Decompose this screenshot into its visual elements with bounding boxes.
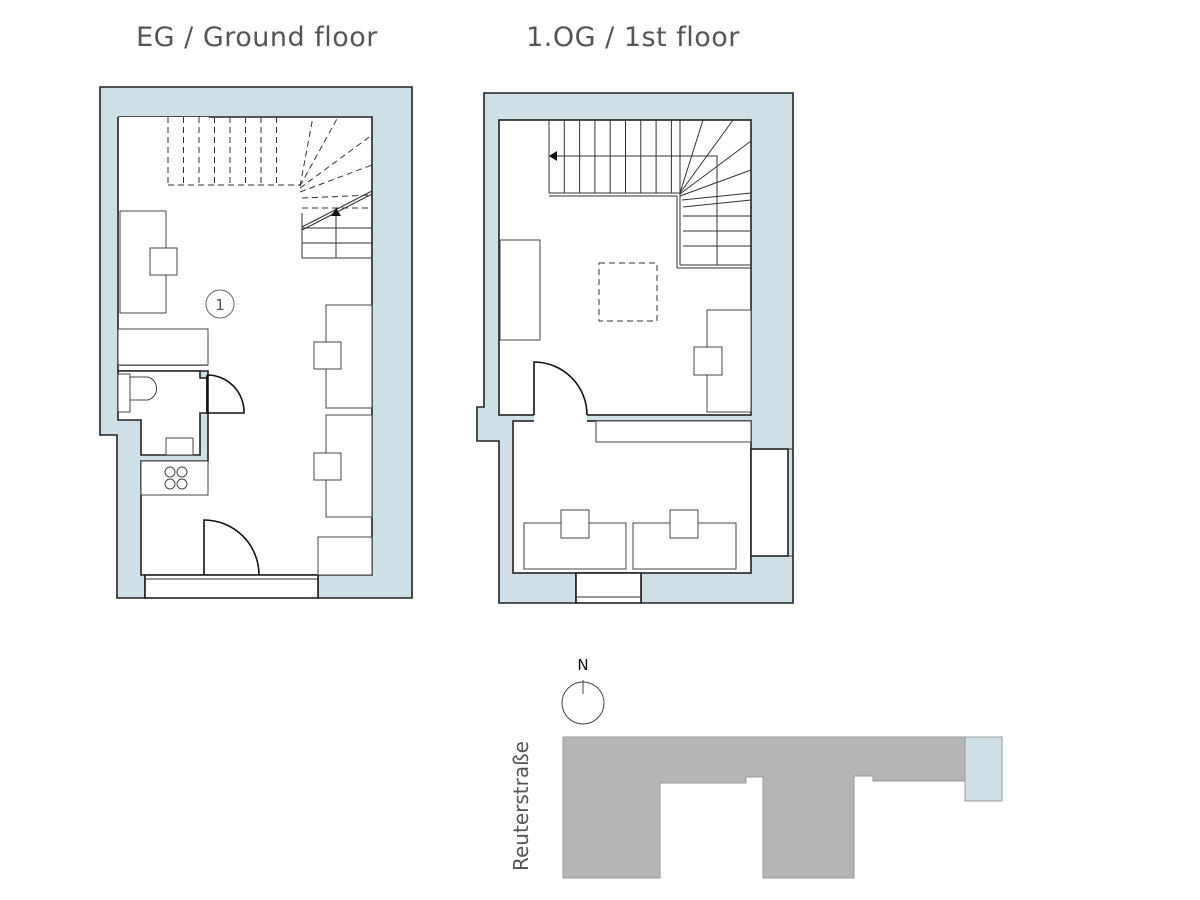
kitchen-counter xyxy=(140,460,209,496)
wc-door[interactable] xyxy=(206,374,245,414)
site-plan: N Reuterstraße xyxy=(509,656,1003,879)
skylight-outline xyxy=(598,262,658,322)
chair xyxy=(149,247,178,276)
toilet-tank xyxy=(117,373,131,413)
first-floor-plan xyxy=(476,92,794,604)
stair-tread xyxy=(679,169,752,197)
interior-door[interactable] xyxy=(533,361,588,416)
north-label: N xyxy=(577,656,588,674)
door-opening xyxy=(534,412,587,424)
stair-tread xyxy=(299,134,373,189)
entrance-window-sill xyxy=(144,574,319,599)
building-footprint xyxy=(562,736,966,879)
ground-floor-plan: 1 xyxy=(99,86,413,599)
toilet-icon xyxy=(129,376,157,401)
stair-arrow-icon xyxy=(331,208,341,216)
bay-window xyxy=(750,448,789,557)
cabinet xyxy=(499,239,541,341)
first-floor-title: 1.OG / 1st floor xyxy=(526,22,740,53)
chair xyxy=(313,452,342,481)
stair-tread xyxy=(299,164,373,193)
stair-arrow-icon xyxy=(549,151,557,161)
chair xyxy=(560,509,590,539)
ground-floor-title: EG / Ground floor xyxy=(136,22,378,53)
chair xyxy=(313,341,342,370)
chair xyxy=(669,509,699,539)
stair-tread xyxy=(301,194,373,199)
cabinet xyxy=(117,328,209,366)
stair-tread xyxy=(299,116,314,187)
entrance-door[interactable] xyxy=(203,519,260,576)
wc-sink xyxy=(165,437,194,456)
shelf xyxy=(595,420,752,443)
street-label: Reuterstraße xyxy=(509,741,533,871)
stair-tread xyxy=(301,190,373,228)
desk xyxy=(632,522,737,570)
window-sill xyxy=(575,572,642,604)
ground-floor-staircase xyxy=(167,116,373,259)
stove-icon xyxy=(164,466,188,490)
room-number-badge xyxy=(205,289,235,319)
unit-highlight xyxy=(964,736,1003,802)
stair-tread xyxy=(679,140,752,195)
chair xyxy=(693,346,723,376)
cabinet xyxy=(317,536,373,576)
stair-tread xyxy=(299,116,339,187)
room-number: 1 xyxy=(215,296,225,314)
